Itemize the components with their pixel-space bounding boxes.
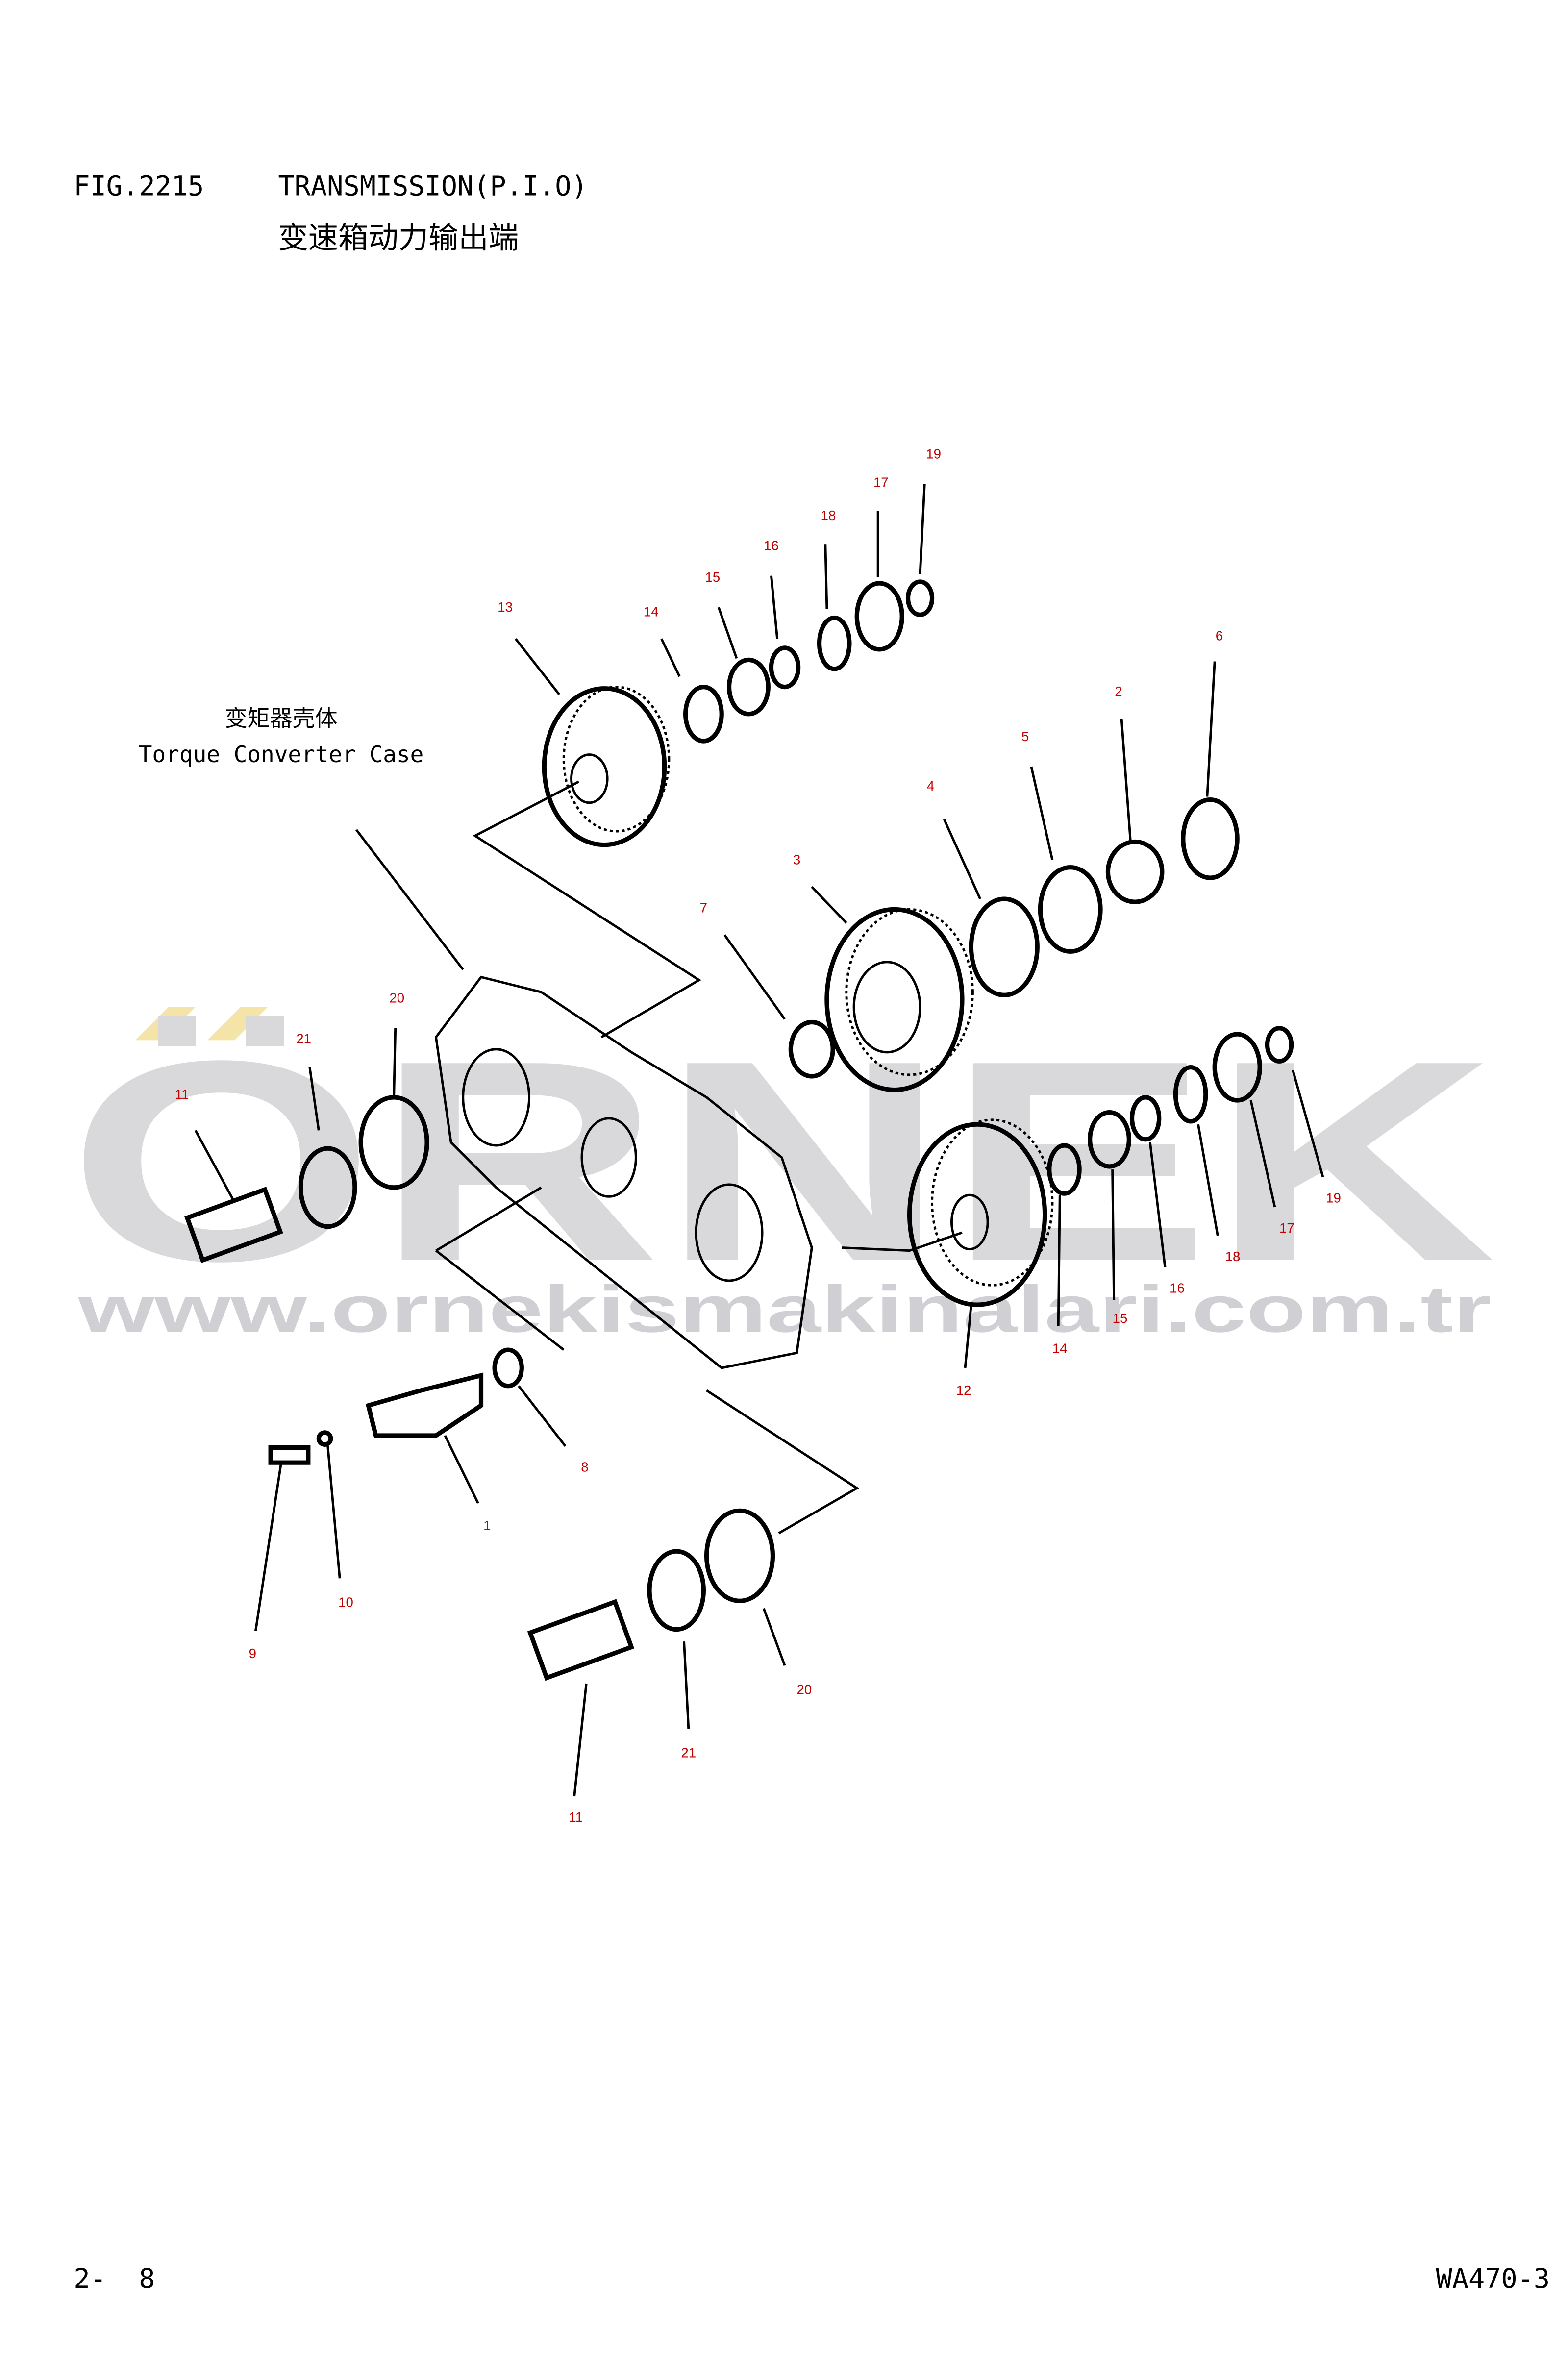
callout-13: 13 bbox=[498, 599, 513, 615]
callout-11: 11 bbox=[569, 1810, 583, 1825]
callout-17: 17 bbox=[1279, 1220, 1294, 1236]
watermark: ÖRNEK www.ornekismakinalari.com.tr bbox=[68, 1001, 1496, 1346]
callout-7: 7 bbox=[700, 900, 707, 916]
page-number: 2- 8 bbox=[74, 2263, 155, 2295]
gear-3 bbox=[824, 907, 965, 1092]
figure-title: TRANSMISSION(P.I.O) bbox=[278, 171, 587, 202]
callout-15: 15 bbox=[705, 570, 720, 585]
callout-11: 11 bbox=[175, 1087, 189, 1102]
callout-16: 16 bbox=[764, 538, 779, 553]
callout-10: 10 bbox=[338, 1595, 353, 1610]
callout-5: 5 bbox=[1021, 729, 1029, 744]
callout-14: 14 bbox=[1052, 1340, 1068, 1356]
callout-4: 4 bbox=[927, 778, 934, 794]
watermark-accent bbox=[207, 1007, 268, 1041]
callout-15: 15 bbox=[1113, 1311, 1128, 1326]
callout-17: 17 bbox=[873, 475, 889, 490]
case-label-cn: 变矩器壳体 bbox=[225, 705, 338, 731]
figure-number: FIG.2215 bbox=[74, 171, 204, 202]
callout-16: 16 bbox=[1170, 1281, 1185, 1296]
exploded-parts-drawing bbox=[184, 484, 1324, 1797]
callout-labels: 19 17 18 16 15 14 13 6 2 5 4 3 7 20 21 1… bbox=[175, 446, 1341, 1825]
callout-19: 19 bbox=[926, 446, 941, 461]
watermark-accent bbox=[135, 1007, 196, 1041]
callout-8: 8 bbox=[581, 1460, 588, 1475]
bearing-4 bbox=[969, 896, 1040, 997]
callout-18: 18 bbox=[1225, 1249, 1241, 1264]
callout-6: 6 bbox=[1216, 628, 1223, 644]
gear-12 bbox=[907, 1122, 1047, 1307]
callout-20: 20 bbox=[389, 991, 404, 1006]
callout-9: 9 bbox=[249, 1646, 256, 1661]
model-number: WA470-3 bbox=[1436, 2263, 1550, 2295]
callout-19: 19 bbox=[1326, 1191, 1341, 1206]
callout-2: 2 bbox=[1115, 684, 1122, 699]
callout-21: 21 bbox=[681, 1745, 696, 1760]
callout-14: 14 bbox=[644, 604, 659, 619]
callout-3: 3 bbox=[793, 852, 800, 868]
callout-1: 1 bbox=[483, 1518, 491, 1533]
watermark-url: www.ornekismakinalari.com.tr bbox=[77, 1272, 1491, 1346]
callout-12: 12 bbox=[956, 1383, 971, 1398]
callout-20: 20 bbox=[797, 1682, 812, 1697]
callout-21: 21 bbox=[296, 1031, 311, 1046]
case-label-en: Torque Converter Case bbox=[139, 741, 424, 768]
figure-title-cn: 变速箱动力输出端 bbox=[278, 221, 519, 255]
transmission-case bbox=[434, 975, 813, 1369]
callout-18: 18 bbox=[821, 508, 836, 523]
